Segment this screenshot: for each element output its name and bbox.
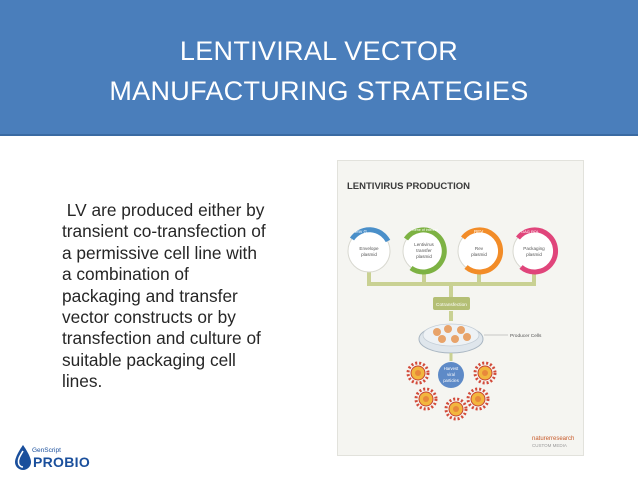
slide-title-line-1: LENTIVIRAL VECTOR: [179, 36, 459, 66]
body-line: packaging and transfer: [62, 285, 238, 306]
envelope-plasmid-arc: [349, 227, 391, 243]
harvest-label-1: Harvest: [444, 366, 459, 371]
transfer-plasmid-arc: [403, 227, 447, 275]
producer-cells-label: Producer Cells: [510, 333, 542, 339]
plasmid-connectors: [367, 272, 536, 321]
logo-bottom-text: PROBIO: [33, 454, 91, 470]
rev-plasmid: REV Rev plasmid: [457, 227, 504, 275]
figure-svg: LENTIVIRUS PRODUCTION env G Envelope pla…: [347, 181, 574, 448]
petri-dish: [418, 323, 484, 354]
viral-particle-icon: [473, 361, 497, 385]
body-line: suitable packaging cell: [62, 349, 236, 370]
body-line: a permissive cell line with: [62, 242, 257, 263]
packaging-arc-label: GAG POL: [521, 229, 540, 234]
viral-particle-icon: [414, 387, 438, 411]
envelope-plasmid-label-2: plasmid: [361, 252, 377, 257]
envelope-arc-label: env G: [355, 229, 368, 234]
viral-particle-icon: [444, 397, 468, 421]
harvest-label-2: viral: [447, 372, 455, 377]
transfer-plasmid-label-3: plasmid: [416, 254, 432, 259]
genscript-probio-logo: GenScript PROBIO: [14, 443, 94, 473]
rev-plasmid-label-2: plasmid: [471, 252, 487, 257]
transfer-plasmid: Gene of interest Lentivirus transfer pla…: [402, 227, 447, 275]
body-line: lines.: [62, 371, 103, 392]
logo-top-text: GenScript: [32, 447, 61, 454]
rev-plasmid-arc: [461, 227, 504, 275]
title-bar: LENTIVIRAL VECTOR MANUFACTURING STRATEGI…: [0, 0, 638, 136]
envelope-plasmid-label-1: Envelope: [359, 246, 379, 251]
cotransfection-box: [433, 297, 470, 310]
body-line: a combination of: [62, 264, 189, 285]
transfer-plasmid-label-1: Lentivirus: [414, 242, 434, 247]
figure-title: LENTIVIRUS PRODUCTION: [347, 181, 470, 192]
body-line: transfection and culture of: [62, 328, 261, 349]
packaging-plasmid: GAG POL Packaging plasmid: [512, 227, 559, 275]
water-drop-icon: [15, 445, 31, 470]
packaging-plasmid-arc: [516, 227, 559, 275]
harvest-circle: [438, 362, 464, 388]
body-paragraph: LV are produced either by transient co-t…: [62, 200, 324, 393]
viral-particles: [406, 361, 497, 421]
body-line: transient co-transfection of: [62, 221, 266, 242]
envelope-plasmid: env G Envelope plasmid: [347, 227, 391, 273]
figure-credit-brand: naturerresearch: [532, 436, 574, 442]
figure-credit-sub: CUSTOM MEDIA: [532, 443, 567, 448]
viral-particle-icon: [466, 387, 490, 411]
harvest-label-3: particles: [443, 378, 459, 383]
rev-arc-label: REV: [474, 229, 483, 234]
rev-plasmid-label-1: Rev: [475, 246, 484, 251]
packaging-plasmid-label-1: Packaging: [523, 246, 545, 251]
slide-title-line-2: MANUFACTURING STRATEGIES: [109, 76, 529, 106]
body-line: LV are produced either by: [62, 200, 265, 220]
body-line: vector constructs or by: [62, 307, 236, 328]
cotransfection-label: Cotransfection: [436, 302, 467, 308]
viral-particle-icon: [406, 361, 430, 385]
transfer-plasmid-label-2: transfer: [416, 248, 432, 253]
transfer-arc-label: Gene of interest: [412, 228, 438, 232]
lentivirus-production-figure: LENTIVIRUS PRODUCTION env G Envelope pla…: [337, 160, 584, 456]
packaging-plasmid-label-2: plasmid: [526, 252, 542, 257]
